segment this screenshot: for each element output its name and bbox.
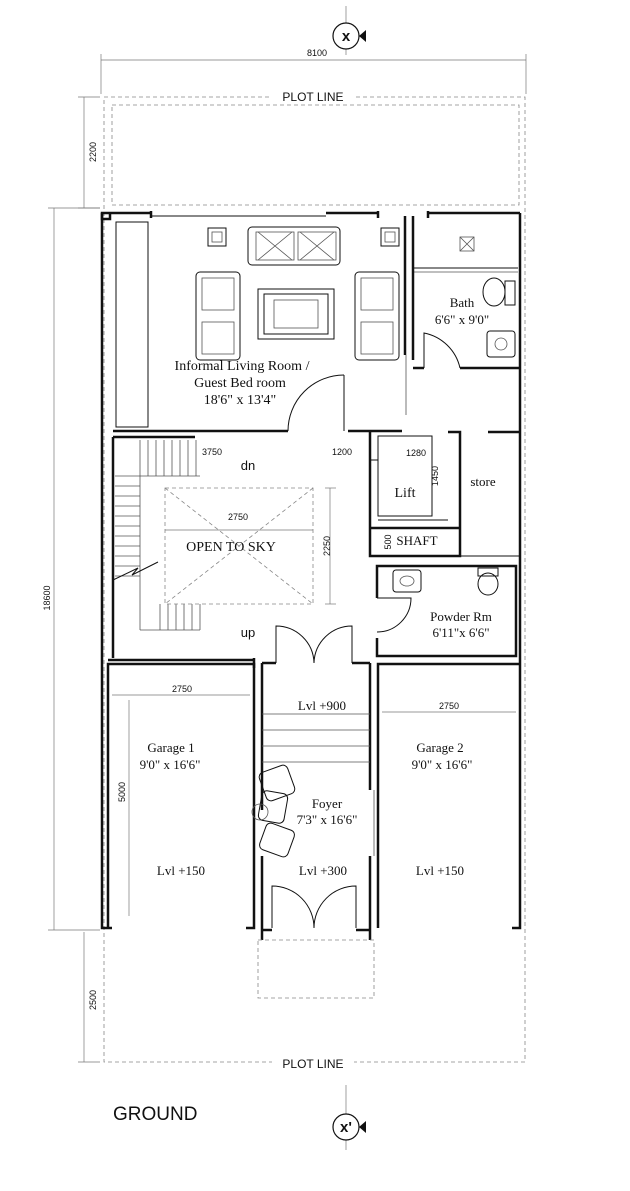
bath-name: Bath [450,295,475,310]
shaft-depth-text: 500 [383,534,393,549]
shaft-label: SHAFT [396,533,437,548]
powder-room: Powder Rm 6'11"x 6'6" [375,564,518,658]
section-marker-top: x [332,6,366,55]
bath: Bath 6'6" x 9'0" [405,216,520,415]
powder-name: Powder Rm [430,609,492,624]
stair-dn-label: dn [241,458,255,473]
living-room-name2: Guest Bed room [194,376,286,391]
section-marker-bottom: x' [332,1085,366,1150]
garage-1: 2750 5000 Garage 1 9'0" x 16'6" Lvl +150 [106,662,256,930]
foyer-size: 7'3" x 16'6" [297,812,358,827]
store-label: store [470,474,496,489]
plot-boundary [103,96,526,1063]
foyer-name: Foyer [312,796,343,811]
open-to-sky-label: OPEN TO SKY [186,540,276,555]
garage2-name: Garage 2 [416,740,463,755]
stair-court: 3750 1200 dn 2750 2250 OPEN TO SKY up [108,435,352,668]
section-marker-top-label: x [342,28,351,45]
stair-width-text: 3750 [202,447,222,457]
left-dimensions: 2200 18600 2500 [42,96,100,1063]
garage-2: 2750 Garage 2 9'0" x 16'6" Lvl +150 [376,662,520,928]
garage2-size: 9'0" x 16'6" [412,757,473,772]
garage1-size: 9'0" x 16'6" [140,757,201,772]
lift-width-text: 1280 [406,448,426,458]
section-marker-bottom-label: x' [340,1119,352,1136]
garage2-width-text: 2750 [439,701,459,711]
garage-depth-text: 5000 [117,782,127,802]
front-setback-text: 2200 [88,142,98,162]
hall-entrance [262,625,370,665]
garage1-level: Lvl +150 [157,863,205,878]
plot-line-bottom-label: PLOT LINE [282,1057,343,1071]
powder-size: 6'11"x 6'6" [432,625,489,640]
stair-up-label: up [241,625,255,640]
overall-width-text: 8100 [307,48,327,58]
court-width-text: 2750 [228,512,248,522]
rear-setback-text: 2500 [88,990,98,1010]
foyer: Lvl +900 Foyer 7'3" x 16'6" Lvl +300 [251,663,375,999]
garage1-width-text: 2750 [172,684,192,694]
living-room: Informal Living Room / Guest Bed room 18… [113,216,407,433]
bath-size: 6'6" x 9'0" [435,312,489,327]
living-room-name1: Informal Living Room / [175,359,310,374]
lift-label: Lift [395,486,416,501]
passage-width-text: 1200 [332,447,352,457]
floor-label: GROUND [113,1104,197,1125]
lvl-900-label: Lvl +900 [298,698,346,713]
overall-width-dimension: 8100 [100,48,527,94]
garage2-level: Lvl +150 [416,863,464,878]
foyer-level: Lvl +300 [299,863,347,878]
plot-line-top-label: PLOT LINE [282,90,343,104]
lift-core: 1280 1450 Lift store 500 SHAFT [368,430,520,558]
overall-depth-text: 18600 [42,585,52,610]
living-room-size: 18'6" x 13'4" [204,393,276,408]
lift-depth-text: 1450 [430,466,440,486]
garage1-name: Garage 1 [147,740,194,755]
court-depth-text: 2250 [322,536,332,556]
